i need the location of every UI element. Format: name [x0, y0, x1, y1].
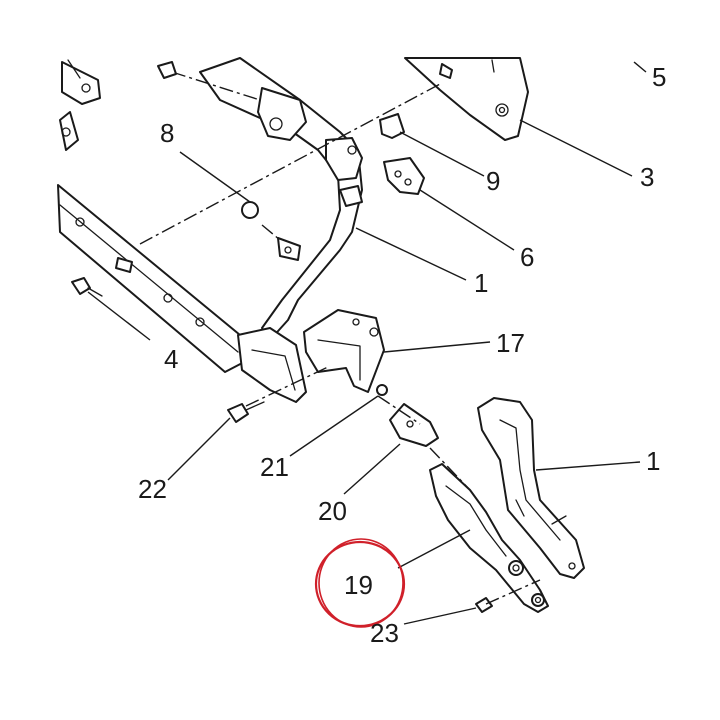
callout-23: 23 — [370, 618, 399, 648]
callout-9: 9 — [486, 166, 500, 196]
top-screw — [157, 61, 177, 79]
top-left-bracket — [61, 59, 101, 105]
callout-1-upper: 1 — [474, 268, 488, 298]
cap-part-8 — [241, 201, 259, 219]
assembly-axis-lines — [139, 71, 541, 605]
callout-19: 19 — [344, 570, 373, 600]
arm-part-1-right — [477, 397, 585, 579]
callout-1-lower: 1 — [646, 446, 660, 476]
bolt-part-4 — [71, 277, 103, 297]
screw-part-23 — [475, 597, 493, 613]
slider-part-20 — [389, 403, 439, 447]
callout-5: 5 — [652, 62, 666, 92]
lever-part-19 — [429, 463, 549, 613]
frame-end-piece — [237, 327, 307, 403]
callout-21: 21 — [260, 452, 289, 482]
callout-6: 6 — [520, 242, 534, 272]
bracket-part-17 — [303, 309, 385, 393]
callout-4: 4 — [164, 344, 178, 374]
washer-part-21 — [376, 384, 388, 396]
cover-panel — [404, 57, 529, 141]
callout-20: 20 — [318, 496, 347, 526]
callout-3: 3 — [640, 162, 654, 192]
left-frame-rail — [57, 111, 249, 373]
callout-22: 22 — [138, 474, 167, 504]
bolt-part-22 — [227, 401, 265, 423]
callout-17: 17 — [496, 328, 525, 358]
callout-8: 8 — [160, 118, 174, 148]
main-frame-tube — [199, 57, 363, 341]
bracket-part-6 — [383, 157, 425, 195]
grommet-part-9 — [379, 113, 405, 139]
leader-lines — [87, 61, 647, 625]
highlight-circle-19 — [314, 538, 406, 628]
